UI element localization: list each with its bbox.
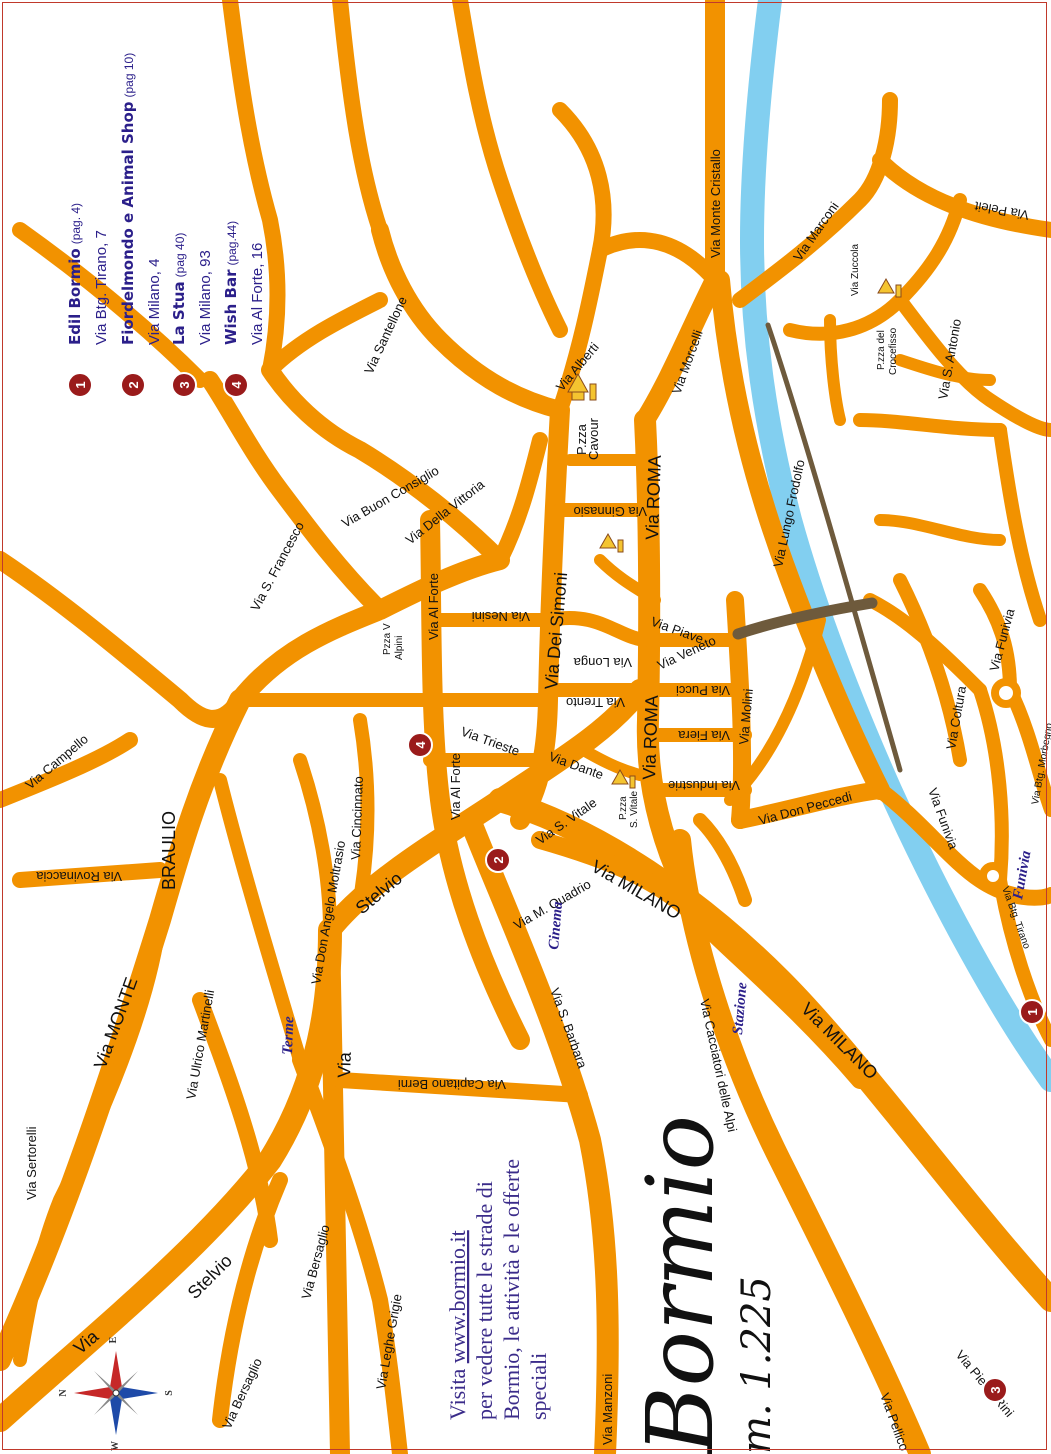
- label-terme: Terme: [280, 1016, 297, 1055]
- promo-line-1-prefix: Visita: [445, 1363, 470, 1420]
- label-via-nesini: Via Nesini: [472, 609, 530, 624]
- roundabout-funivia: [991, 678, 1021, 708]
- promo-text: Visita www.bormio.it per vedere tutte le…: [445, 1159, 551, 1420]
- map-marker-4[interactable]: 4: [407, 732, 433, 758]
- label-via-rovinaccia: Via Rovinaccia: [35, 869, 122, 884]
- label-via-roma-2: Via ROMA: [639, 695, 662, 780]
- legend-marker-4: [223, 372, 249, 398]
- label-pzza-vitale-1: P.zza: [618, 796, 629, 820]
- label-via-milano-2: Via MILANO: [797, 999, 882, 1084]
- label-via-al-forte-2: Via Al Forte: [448, 753, 463, 820]
- map-marker-2[interactable]: 2: [485, 847, 511, 873]
- river-frodolfo: [739, 0, 1051, 1092]
- label-via-s-francesco: Via S. Francesco: [247, 519, 307, 613]
- label-cinema: Cinema: [546, 900, 566, 950]
- legend-marker-2: [120, 372, 146, 398]
- label-via-al-forte-1: Via Al Forte: [426, 573, 441, 640]
- promo-line-4: speciali: [526, 1353, 551, 1420]
- map-marker-3[interactable]: 3: [982, 1377, 1008, 1403]
- label-via-pucci: Via Pucci: [676, 683, 730, 698]
- legend-name-2: Fiordelmondo e Animal Shop: [119, 101, 137, 345]
- legend-marker-2-num: 2: [126, 381, 141, 388]
- church-icon-vitale: [611, 768, 636, 789]
- compass-s: S: [164, 1390, 175, 1396]
- church-icon-crocefisso: [877, 277, 902, 298]
- legend-text-4: Wish Bar (pag.44): [222, 221, 240, 345]
- legend-page-2: (pag 10): [122, 53, 136, 98]
- label-via-ginnasio: Via Ginnasio: [574, 504, 647, 519]
- map-marker-2-label: 2: [491, 856, 506, 863]
- label-via-1: Via: [334, 1051, 355, 1078]
- legend-name-3: La Stua: [170, 281, 188, 345]
- church-icon-cavour: [567, 372, 597, 401]
- label-via-sertorelli: Via Sertorelli: [24, 1126, 39, 1200]
- label-via-molini: Via Molini: [736, 688, 756, 745]
- legend-marker-4-num: 4: [229, 381, 244, 389]
- legend-page-3: (pag 40): [173, 233, 187, 278]
- label-via-longa: Via Longa: [573, 655, 632, 670]
- legend-address-2: Via Milano, 4: [146, 259, 163, 345]
- label-pzza-crocefisso-1: P.zza del: [876, 330, 887, 370]
- label-braulio: BRAULIO: [159, 811, 179, 890]
- legend-marker-3-num: 3: [177, 381, 192, 388]
- legend-text-3: La Stua (pag 40): [170, 233, 188, 345]
- map-marker-4-label: 4: [413, 741, 428, 749]
- label-via-roma-1: Via ROMA: [642, 455, 665, 540]
- cable-car-line: [732, 322, 903, 773]
- label-pzza-vitale-2: S. Vitale: [629, 791, 640, 828]
- legend-name-1: Edil Bormio: [66, 248, 84, 345]
- legend: 1 Edil Bormio (pag. 4) Via Btg. Tirano, 7…: [66, 53, 266, 398]
- legend-page-4: (pag.44): [225, 221, 239, 266]
- legend-item-3[interactable]: 3 La Stua (pag 40) Via Milano, 93: [170, 233, 214, 398]
- label-via-monte-cristallo: Via Monte Cristallo: [708, 149, 723, 258]
- label-via-fiera: Via Fiera: [677, 728, 730, 743]
- map-marker-1-label: 1: [1025, 1008, 1040, 1015]
- legend-page-1: (pag. 4): [69, 203, 83, 244]
- legend-address-4: Via Al Forte, 16: [249, 243, 266, 345]
- brand-title: Bormio: [627, 1115, 734, 1454]
- label-stazione: Stazione: [730, 981, 751, 1035]
- legend-text-1: Edil Bormio (pag. 4): [66, 203, 84, 345]
- promo-link[interactable]: www.bormio.it: [445, 1230, 470, 1363]
- legend-text-2: Fiordelmondo e Animal Shop (pag 10): [119, 53, 137, 345]
- label-pzza-cavour-1: P.zza: [574, 423, 589, 455]
- legend-address-1: Via Btg. Tirano, 7: [93, 230, 110, 345]
- promo-line-2: per vedere tutte le strade di: [472, 1181, 497, 1420]
- compass-e: E: [108, 1336, 119, 1343]
- legend-name-4: Wish Bar: [222, 269, 240, 345]
- label-pzza-alpini-1: Pzza V: [382, 623, 393, 655]
- legend-address-3: Via Milano, 93: [197, 250, 214, 345]
- label-pzza-cavour-2: Cavour: [586, 417, 601, 460]
- map-marker-1[interactable]: 1: [1019, 999, 1045, 1025]
- label-via-cincinnato: Via Cincinnato: [348, 776, 366, 860]
- legend-marker-1: [67, 372, 93, 398]
- label-via-manzoni: Via Manzoni: [600, 1374, 615, 1445]
- label-pzza-alpini-2: Alpini: [394, 636, 405, 660]
- label-pzza-crocefisso-2: Crocefisso: [888, 327, 899, 375]
- promo-line-1: Visita www.bormio.it: [445, 1230, 470, 1420]
- legend-marker-1-num: 1: [73, 381, 88, 388]
- place-labels: P.zza Cavour Pzza V Alpini P.zza del Cro…: [382, 327, 899, 828]
- legend-item-1[interactable]: 1 Edil Bormio (pag. 4) Via Btg. Tirano, 7: [66, 203, 110, 398]
- compass-w: W: [110, 1441, 121, 1451]
- promo-line-3: Bormio, le attività e le offerte: [499, 1159, 524, 1420]
- legend-marker-3: [171, 372, 197, 398]
- label-via-trento: Via Trento: [566, 695, 625, 710]
- map-marker-3-label: 3: [988, 1386, 1003, 1393]
- label-via-industrie: Via Industrie: [668, 778, 740, 793]
- roundabout-south: [979, 862, 1007, 890]
- label-via-zuccola: Via Zuccola: [850, 243, 861, 296]
- compass-rose: [74, 1351, 158, 1435]
- brand-altitude: m. 1.225: [734, 1276, 780, 1454]
- label-via-capitano: Via Capitano Berni: [398, 1077, 506, 1092]
- compass-n: N: [58, 1389, 69, 1397]
- legend-item-4[interactable]: 4 Wish Bar (pag.44) Via Al Forte, 16: [222, 221, 266, 398]
- church-icon-ginnasio: [599, 532, 624, 553]
- legend-item-2[interactable]: 2 Fiordelmondo e Animal Shop (pag 10) Via…: [119, 53, 163, 398]
